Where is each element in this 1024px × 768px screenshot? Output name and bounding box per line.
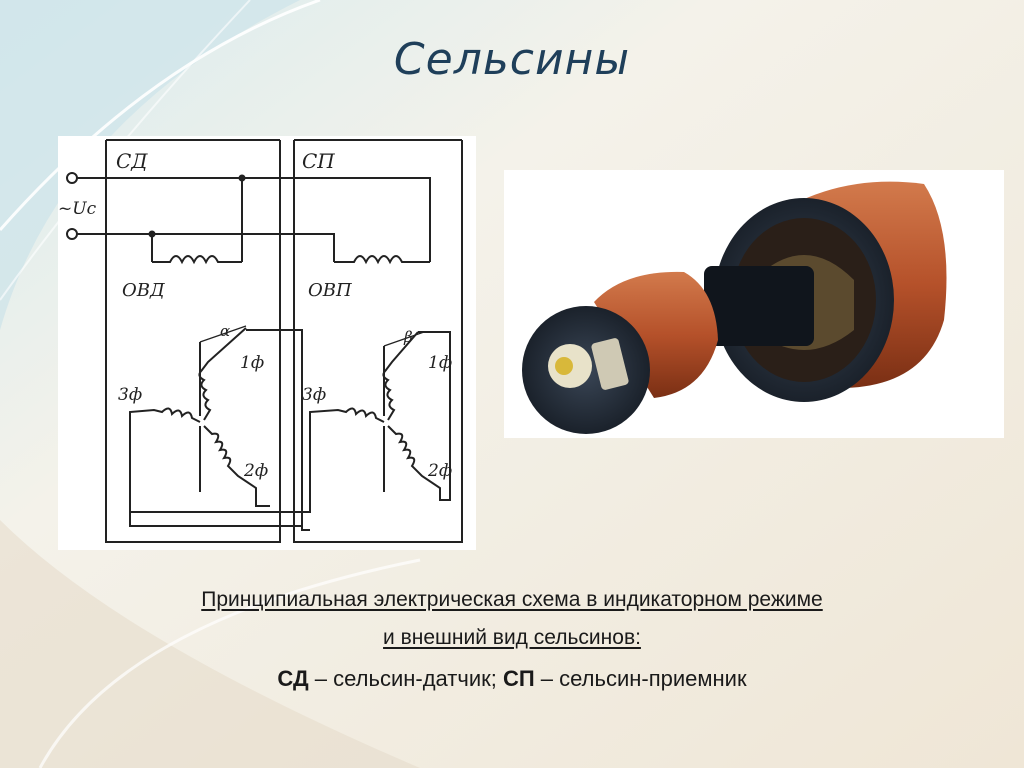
caption-sp-abbr: СП [502,666,535,691]
caption-line-3: СД – сельсин-датчик; СП – сельсин-приемн… [0,666,1024,692]
label-ovp: ОВП [308,280,352,301]
ovd-coil [152,255,242,265]
terminal-bottom [66,228,78,240]
ovp-coil [334,255,430,265]
label-phase-3-left: 3ф [118,385,142,405]
selsyn-scheme-diagram: СД СП ~Uc ОВД ОВП α β 1ф 3ф 2ф 1ф 3ф 2ф [58,136,476,550]
label-phase-3-right: 3ф [302,385,326,405]
caption-sd-text: – сельсин-датчик; [308,666,503,691]
label-voltage: ~Uc [58,199,97,219]
selsyn-photo [504,170,1004,438]
label-beta: β [403,328,413,346]
label-phase-1-right: 1ф [428,353,452,373]
sp-frame [293,140,463,543]
label-phase-2-left: 2ф [243,461,268,481]
sp-stator-winding [302,331,451,513]
sd-stator-winding [129,325,303,527]
slide-title: Сельсины [393,34,631,85]
label-sp: СП [302,149,335,173]
selsyn-motors-illustration [522,181,947,434]
caption-line-1: Принципиальная электрическая схема в инд… [201,588,823,611]
label-alpha: α [220,322,230,340]
label-sd: СД [116,149,148,173]
caption-sp-text: – сельсин-приемник [534,666,747,691]
label-ovd: ОВД [122,280,165,301]
label-phase-2-right: 2ф [427,461,452,481]
label-phase-1-left: 1ф [240,353,264,373]
terminal-top [66,172,78,184]
sd-frame [105,140,281,543]
caption-line-2: и внешний вид сельсинов: [383,626,641,649]
caption-sd-abbr: СД [277,666,309,691]
